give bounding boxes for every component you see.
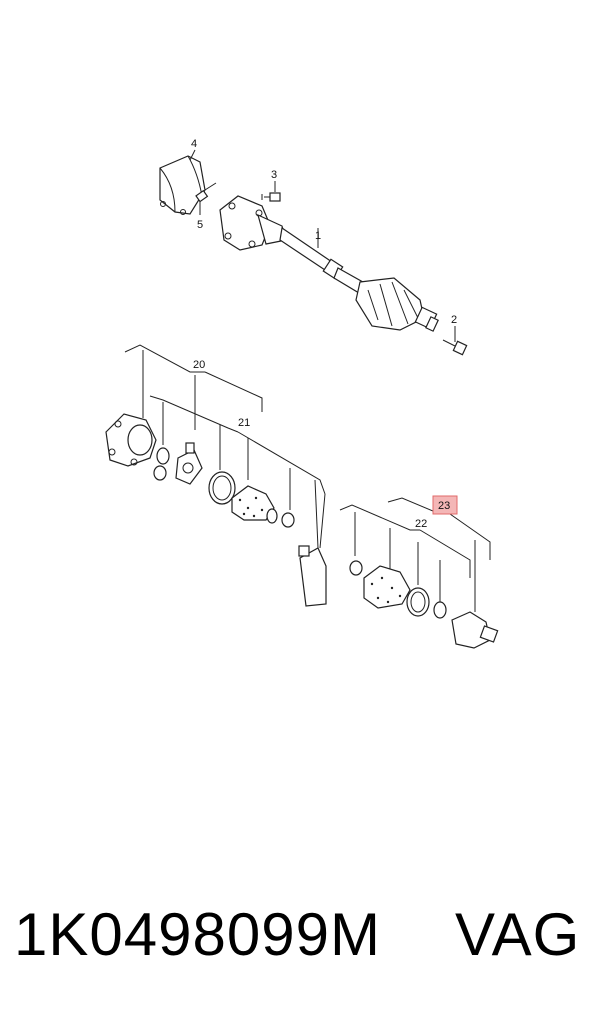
callout-1: 1: [315, 230, 321, 242]
brand-name: VAG: [455, 901, 581, 968]
drive-shaft-part: [219, 195, 439, 332]
callout-22: 22: [415, 518, 427, 530]
callout-20: 20: [193, 359, 205, 371]
bracket-21: [149, 395, 326, 510]
bolt-2-part: [442, 339, 468, 356]
bracket-22: [339, 504, 471, 605]
callout-21: 21: [238, 417, 250, 429]
inner-joint-flange-part: [105, 413, 157, 467]
inner-boot-part: [231, 485, 278, 524]
callout-3: 3: [271, 169, 277, 181]
callout-5: 5: [197, 219, 203, 231]
outer-circlip-part: [433, 601, 447, 619]
clamp-large-part: [208, 471, 236, 505]
bolt-3-part: [261, 192, 281, 202]
circlip-part: [153, 447, 170, 481]
part-number: 1K0498099M: [14, 901, 381, 968]
outer-cv-joint-part: [451, 611, 499, 649]
bolt-5-part: [195, 182, 217, 203]
outer-clamp-large-part: [406, 587, 430, 617]
bracket-20: [124, 344, 263, 430]
footer: 1K0498099M VAG: [0, 895, 600, 975]
callout-23: 23: [438, 500, 450, 512]
callout-23-highlight[interactable]: 23: [432, 495, 458, 515]
grease-tube-part: [298, 545, 327, 607]
callout-4: 4: [191, 138, 197, 150]
clamp-small-part: [281, 512, 295, 528]
spider-part: [175, 442, 203, 485]
callout-2: 2: [451, 314, 457, 326]
outer-clamp-small-part: [349, 560, 363, 576]
outer-boot-part: [363, 565, 411, 609]
heat-shield-part: [159, 155, 206, 215]
exploded-parts-diagram: 4 5 3 1: [105, 138, 499, 649]
